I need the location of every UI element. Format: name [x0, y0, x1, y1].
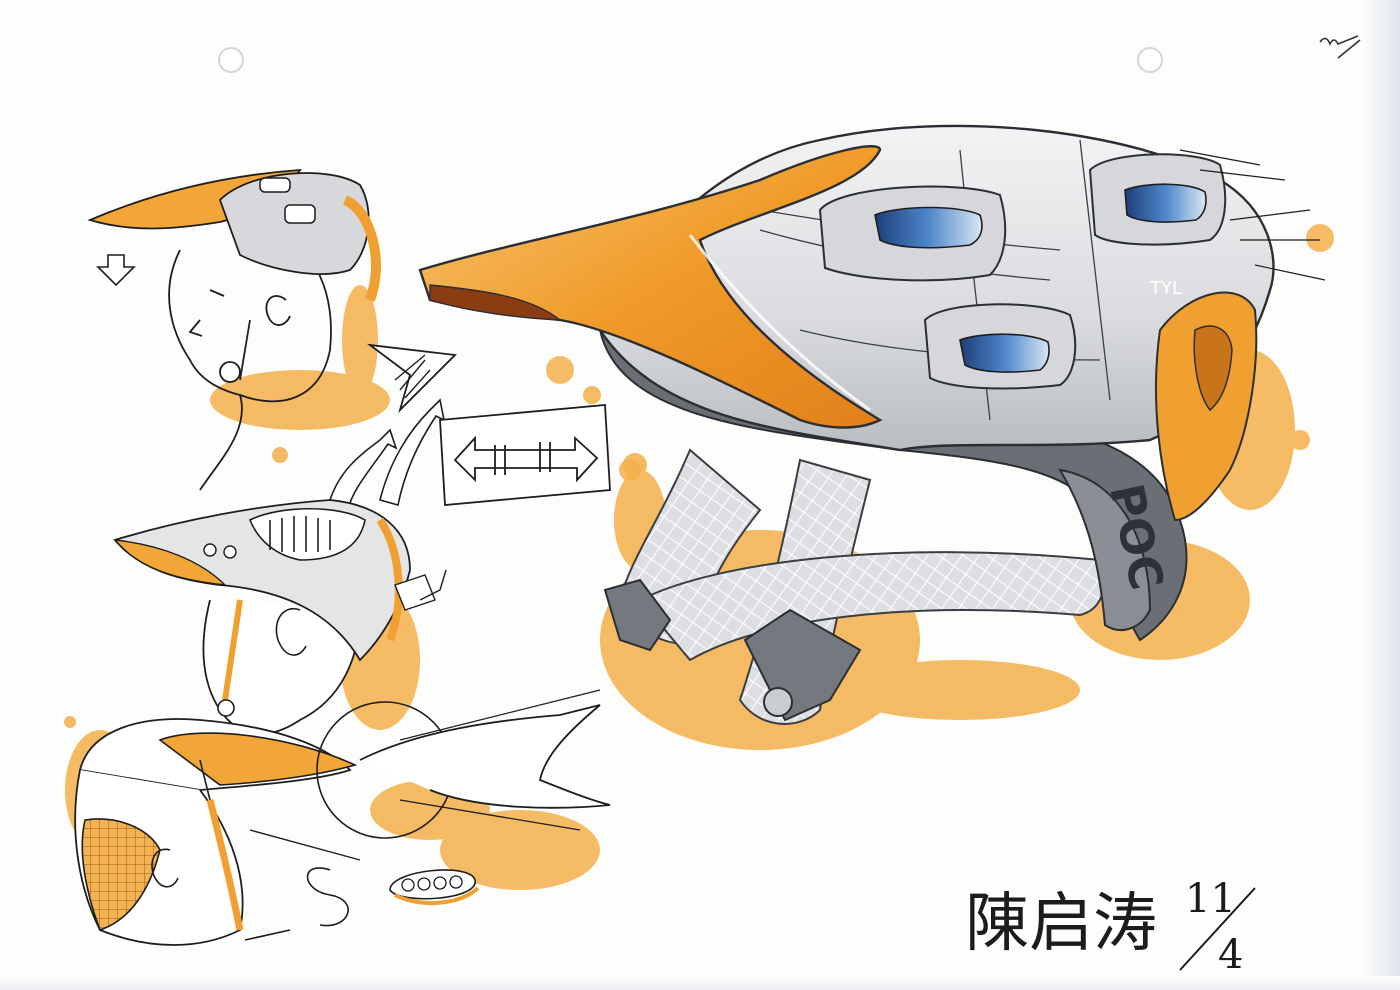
- arrow-head-icon: [366, 343, 457, 414]
- double-arrow-icon: [439, 404, 611, 506]
- front-view-sketch-middle: [113, 499, 447, 735]
- helmet-visor: [418, 145, 883, 429]
- signature-date-top: 11: [1185, 876, 1236, 922]
- paper-edge-bottom: [0, 976, 1400, 990]
- punch-hole-icon: [1137, 47, 1163, 73]
- signature-date-bottom: 4: [1218, 932, 1243, 978]
- corner-mark: [1319, 35, 1361, 59]
- punch-hole-icon: [218, 47, 244, 73]
- paper-edge-right: [1360, 0, 1400, 990]
- vent-pod-detail: [389, 869, 480, 906]
- helmet-vent: [818, 185, 1007, 282]
- profile-sketch-top: [168, 239, 332, 491]
- signature-name: 陳启涛: [965, 887, 1157, 961]
- helmet-vent: [923, 303, 1077, 390]
- three-quarter-sketch-bottom: [74, 718, 358, 946]
- main-helmet-sketch: POC: [418, 124, 1334, 750]
- helmet-vent: [1088, 153, 1227, 246]
- artist-signature: 陳启涛 11 4: [965, 876, 1256, 978]
- down-arrow-icon: [96, 254, 136, 287]
- helmet-tag-label: TYL: [1149, 278, 1182, 299]
